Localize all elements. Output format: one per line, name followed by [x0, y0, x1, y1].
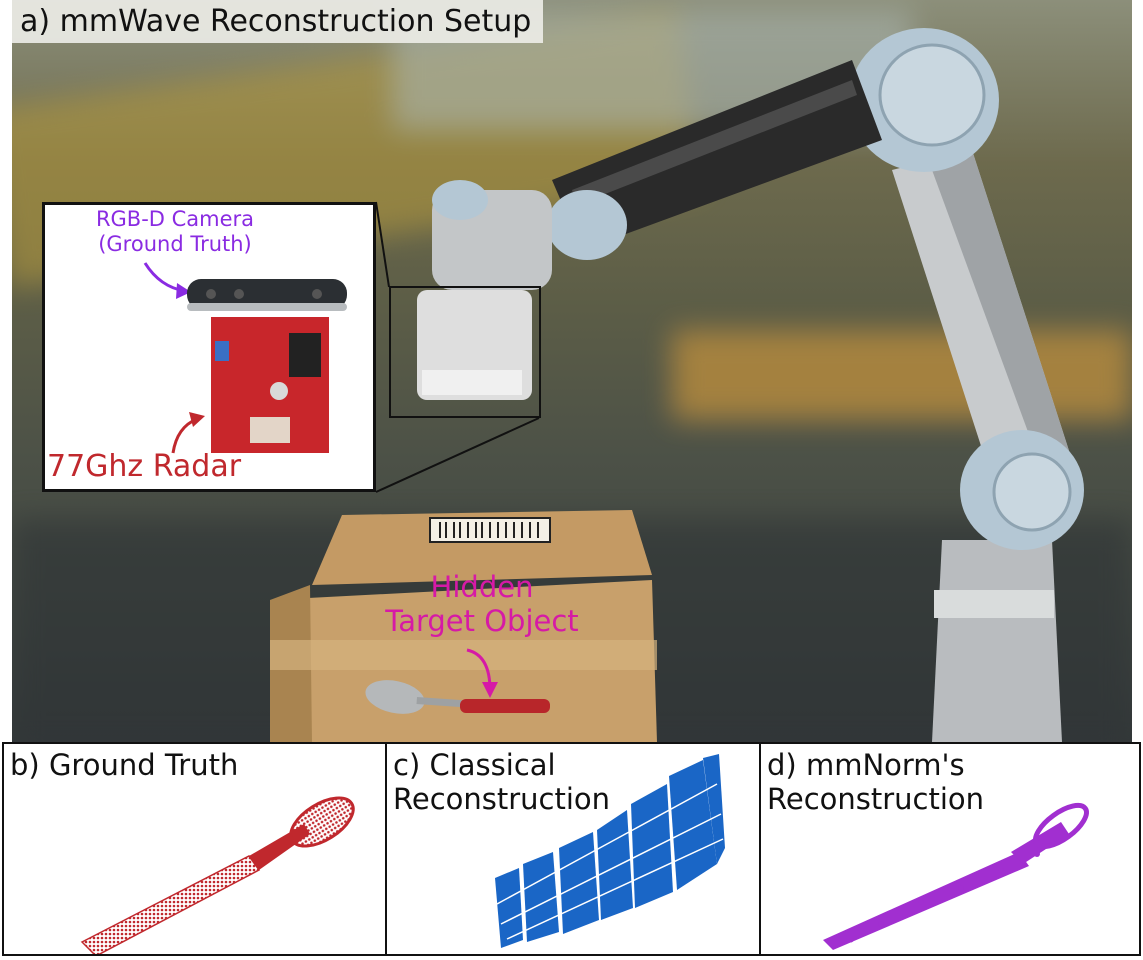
mmnorm-reconstruction-cloud — [823, 802, 1089, 950]
camera-lens-2 — [234, 289, 244, 299]
panel-d-title: d) mmNorm's Reconstruction — [767, 748, 985, 816]
box-tape — [270, 640, 657, 670]
robot-forearm-highlight — [572, 80, 857, 205]
robot-lower-cap — [992, 452, 1072, 532]
panel-classical: c) Classical Reconstruction — [385, 742, 761, 956]
panel-mmnorm: d) mmNorm's Reconstruction — [759, 742, 1141, 956]
barcode-lines — [439, 522, 539, 538]
robot-lower-arm-shade — [932, 150, 1072, 470]
camera-lens-3 — [312, 289, 322, 299]
sensor-illustration — [143, 262, 347, 454]
scene-photo: Hidden Target Object a) mmWave Reconstru… — [12, 0, 1132, 742]
radar-component — [270, 382, 288, 400]
spoon-handle — [460, 699, 550, 713]
classical-reconstruction-cloud — [495, 754, 725, 948]
radar-antenna — [250, 417, 290, 443]
ground-truth-bowl — [289, 796, 355, 848]
robot-wrist-joint — [547, 190, 627, 260]
panel-c-title: c) Classical Reconstruction — [393, 748, 611, 816]
box-arrowhead — [482, 682, 498, 698]
panel-a-title: a) mmWave Reconstruction Setup — [12, 0, 544, 43]
zoom-highlight-box — [389, 286, 541, 418]
rgbd-camera-trim — [187, 303, 347, 311]
mmnorm-neck — [1011, 822, 1069, 864]
robot-base-band — [934, 590, 1054, 618]
radar-chip-black — [289, 333, 321, 377]
rgbd-camera — [187, 279, 347, 309]
robot-wrist-top — [432, 180, 488, 220]
end-effector-cover — [422, 370, 522, 395]
radar-connector-blue — [215, 341, 229, 361]
radar-label: 77Ghz Radar — [47, 449, 242, 484]
sensor-inset: RGB-D Camera (Ground Truth) 77Ghz Radar — [42, 202, 376, 492]
robot-elbow-cap — [878, 43, 986, 147]
camera-arrowhead — [176, 283, 191, 299]
camera-lens-1 — [206, 289, 216, 299]
zoom-connector-lines — [375, 201, 540, 493]
mmnorm-bowl — [1033, 802, 1089, 850]
radar-arrowhead — [189, 412, 205, 427]
robot-arm — [417, 28, 1084, 742]
ground-truth-handle — [80, 855, 261, 954]
cardboard-box — [270, 510, 657, 742]
ground-truth-spoon — [80, 796, 355, 954]
panel-ground-truth: b) Ground Truth — [2, 742, 387, 956]
spoon-bowl — [365, 680, 425, 714]
box-label: Hidden Target Object — [385, 570, 579, 638]
panel-b-title: b) Ground Truth — [10, 748, 239, 782]
spoon-neck — [416, 697, 462, 708]
camera-label: RGB-D Camera (Ground Truth) — [95, 207, 255, 256]
mmnorm-handle — [823, 852, 1029, 950]
box-top — [312, 510, 652, 585]
background-blur-table — [672, 330, 1132, 420]
